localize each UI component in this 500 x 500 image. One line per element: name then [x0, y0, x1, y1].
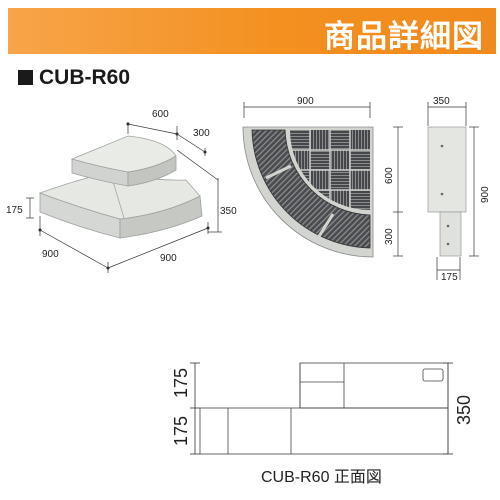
model-name: CUB-R60	[39, 66, 131, 89]
dim-plan-width: 900	[297, 96, 314, 107]
dim-left-height: 175	[6, 205, 23, 216]
dim-top-depth: 600	[152, 109, 169, 120]
dim-front-upper-height: 175	[171, 368, 191, 398]
dim-right-height: 350	[220, 206, 237, 217]
square-bullet-icon	[18, 70, 33, 85]
front-elevation	[199, 362, 449, 455]
dim-side-top-width: 350	[433, 96, 450, 107]
plan-outer-deck	[251, 129, 371, 249]
dim-upper-step: 300	[193, 128, 210, 139]
front-view-caption: CUB-R60 正面図	[261, 469, 382, 486]
header-title: 商品詳細図	[324, 19, 484, 55]
dim-side-upper-height: 600	[384, 167, 395, 184]
side-lower-block	[439, 211, 462, 257]
header-banner: 商品詳細図	[8, 8, 496, 55]
dim-right-width: 900	[160, 253, 177, 264]
dim-side-bottom-width: 175	[441, 272, 458, 283]
dim-side-lower-height: 300	[384, 228, 395, 245]
dim-side-total-height: 900	[480, 186, 491, 203]
dim-left-width: 900	[42, 249, 59, 260]
dim-front-total-height: 350	[454, 395, 474, 425]
model-heading: CUB-R60	[18, 66, 130, 90]
dim-front-lower-height: 175	[171, 416, 191, 446]
upper-top-surface	[70, 135, 177, 173]
front-handle-icon	[422, 368, 444, 382]
lower-seam-line	[111, 177, 125, 219]
